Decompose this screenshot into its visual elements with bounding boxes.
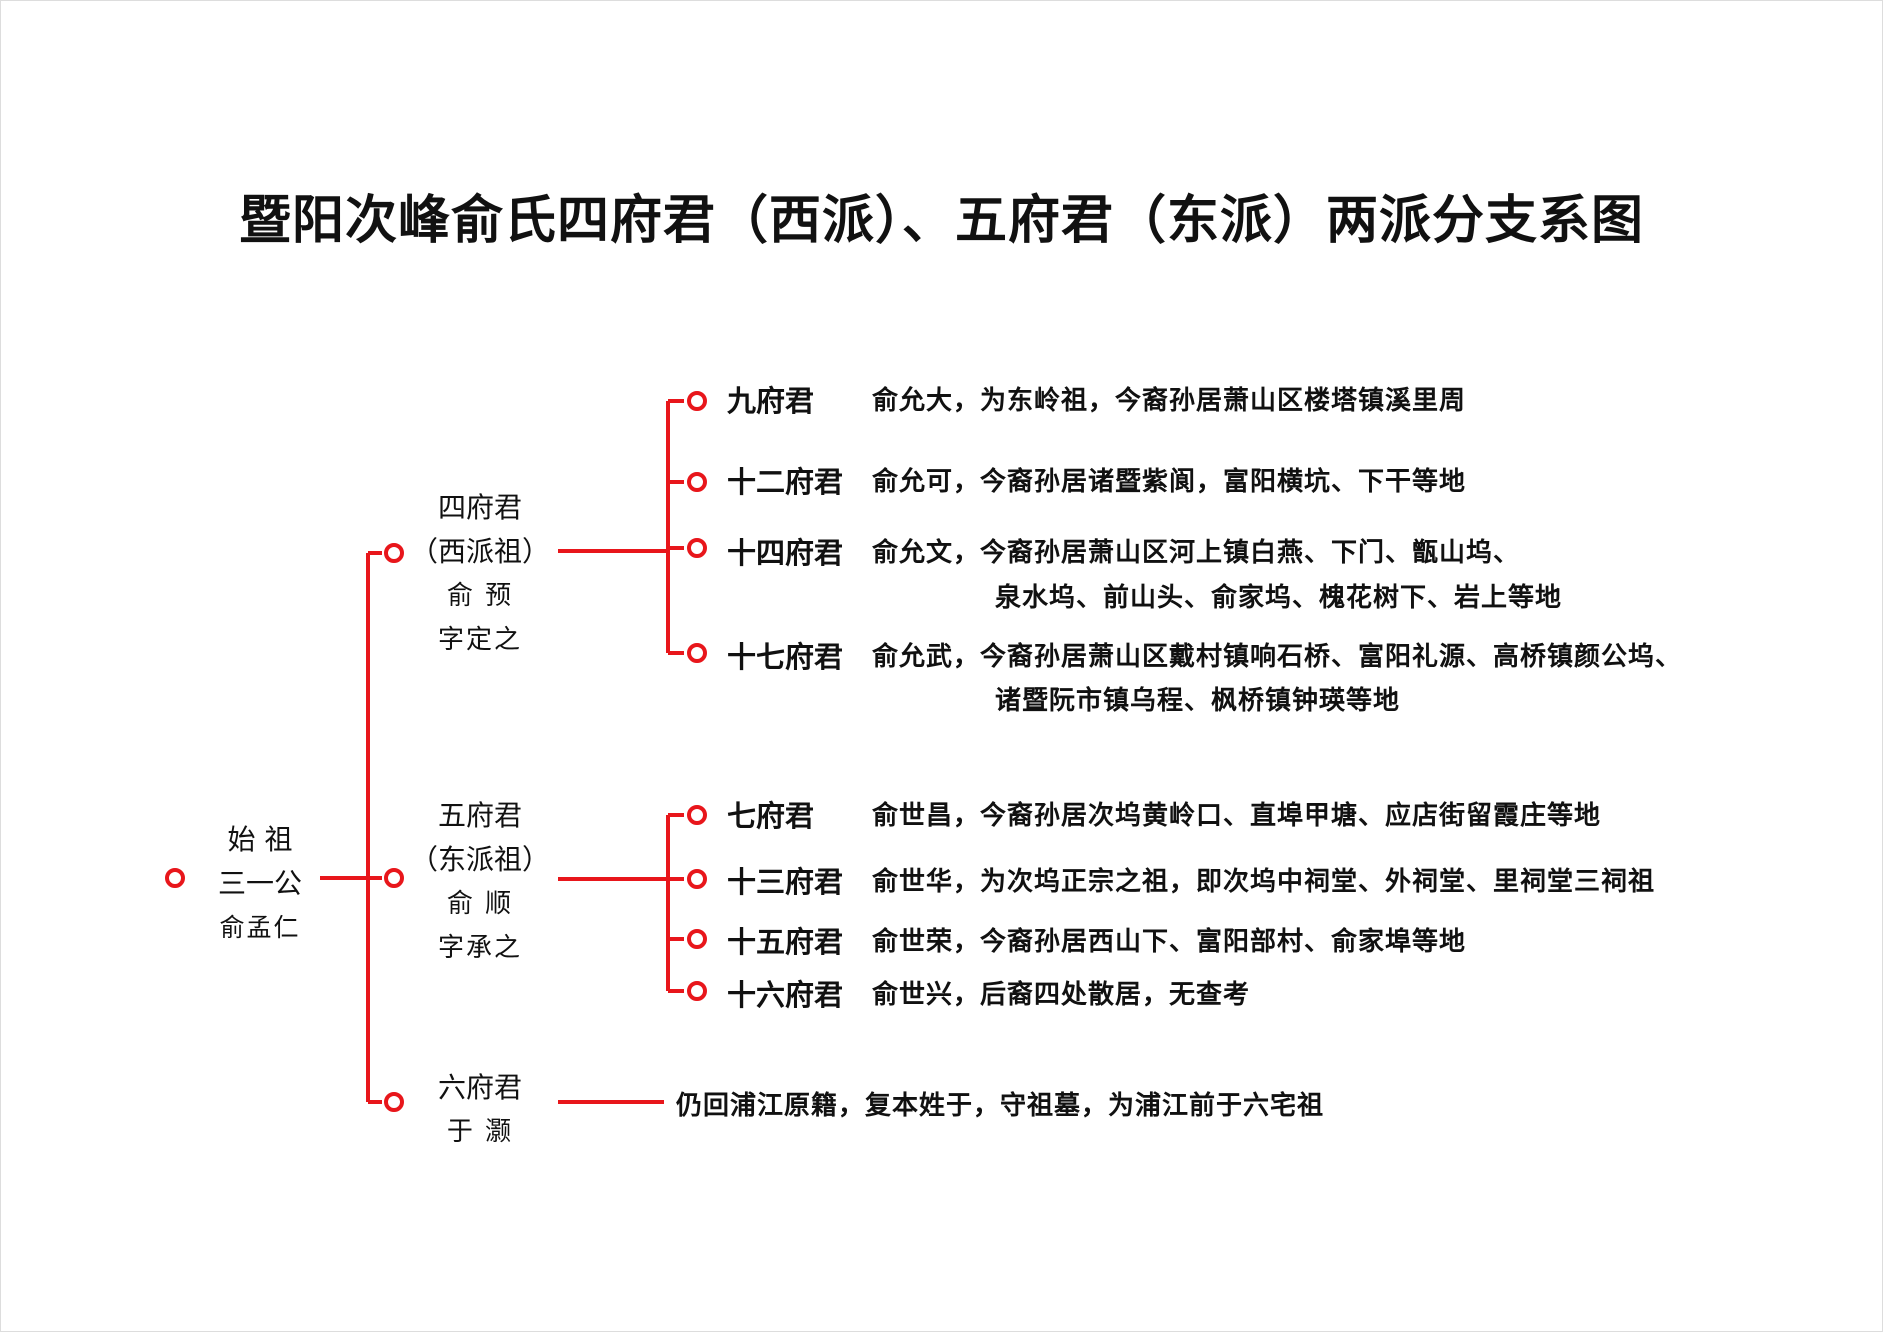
six-desc: 仍回浦江原籍，复本姓于，守祖墓，为浦江前于六宅祖: [676, 1091, 1325, 1121]
branch-desc: 俞世荣，今裔孙居西山下、富阳部村、俞家埠等地: [872, 927, 1467, 957]
west-name: 俞 预: [446, 581, 514, 611]
west-title: 四府君: [437, 491, 522, 524]
six-node: 六府君 于 灏: [400, 1066, 560, 1154]
west-courtesy-name: 字定之: [437, 625, 522, 655]
branch-7-node-icon: [687, 805, 707, 825]
six-name: 于 灏: [446, 1117, 514, 1147]
branch-desc: 俞允可，今裔孙居诸暨紫阆，富阳横坑、下干等地: [872, 467, 1467, 497]
east-title: 五府君: [437, 799, 522, 832]
west-node: 四府君 （西派祖） 俞 预 字定之: [400, 486, 560, 662]
branch-desc: 俞世昌，今裔孙居次坞黄岭口、直埠甲塘、应店街留霞庄等地: [872, 801, 1602, 831]
branch-9-node-icon: [687, 391, 707, 411]
branch-14-node-icon: [687, 538, 707, 558]
branch-desc: 俞允武，今裔孙居萧山区戴村镇响石桥、富阳礼源、高桥镇颜公坞、: [872, 642, 1683, 672]
east-subtitle: （东派祖）: [409, 843, 550, 876]
root-name: 俞孟仁: [219, 913, 301, 942]
chart-title: 暨阳次峰俞氏四府君（西派）、五府君（东派）两派分支系图: [238, 191, 1644, 251]
root-title-2: 三一公: [217, 867, 302, 900]
branch-16-node-icon: [687, 981, 707, 1001]
branch-name: 十三府君: [727, 865, 844, 899]
west-node-icon: [384, 543, 404, 563]
branch-desc-cont: 诸暨阮市镇乌程、枫桥镇钟瑛等地: [995, 686, 1401, 716]
branch-desc: 俞允大，为东岭祖，今裔孙居萧山区楼塔镇溪里周: [872, 386, 1467, 416]
six-title: 六府君: [437, 1071, 522, 1104]
east-node: 五府君 （东派祖） 俞 顺 字承之: [400, 794, 560, 970]
branch-desc: 俞允文，今裔孙居萧山区河上镇白燕、下门、甑山坞、: [872, 538, 1521, 568]
west-subtitle: （西派祖）: [409, 535, 550, 568]
root-node-icon: [165, 868, 185, 888]
branch-name: 九府君: [727, 384, 815, 418]
branch-desc-cont: 泉水坞、前山头、俞家坞、槐花树下、岩上等地: [995, 583, 1563, 613]
branch-name: 七府君: [727, 799, 815, 833]
branch-15-node-icon: [687, 929, 707, 949]
branch-name: 十二府君: [727, 465, 844, 499]
branch-13-node-icon: [687, 869, 707, 889]
east-name: 俞 顺: [446, 889, 514, 919]
branch-name: 十四府君: [727, 536, 844, 570]
east-node-icon: [384, 868, 404, 888]
six-node-icon: [384, 1092, 404, 1112]
branch-17-node-icon: [687, 643, 707, 663]
branch-name: 十六府君: [727, 978, 844, 1012]
branch-12-node-icon: [687, 472, 707, 492]
branch-desc: 俞世兴，后裔四处散居，无查考: [872, 980, 1251, 1010]
branch-name: 十五府君: [727, 925, 844, 959]
root-node: 始 祖 三一公 俞孟仁: [205, 818, 315, 950]
root-title: 始 祖: [227, 823, 293, 856]
branch-name: 十七府君: [727, 640, 844, 674]
east-courtesy-name: 字承之: [437, 933, 522, 963]
branch-desc: 俞世华，为次坞正宗之祖，即次坞中祠堂、外祠堂、里祠堂三祠祖: [872, 867, 1656, 897]
